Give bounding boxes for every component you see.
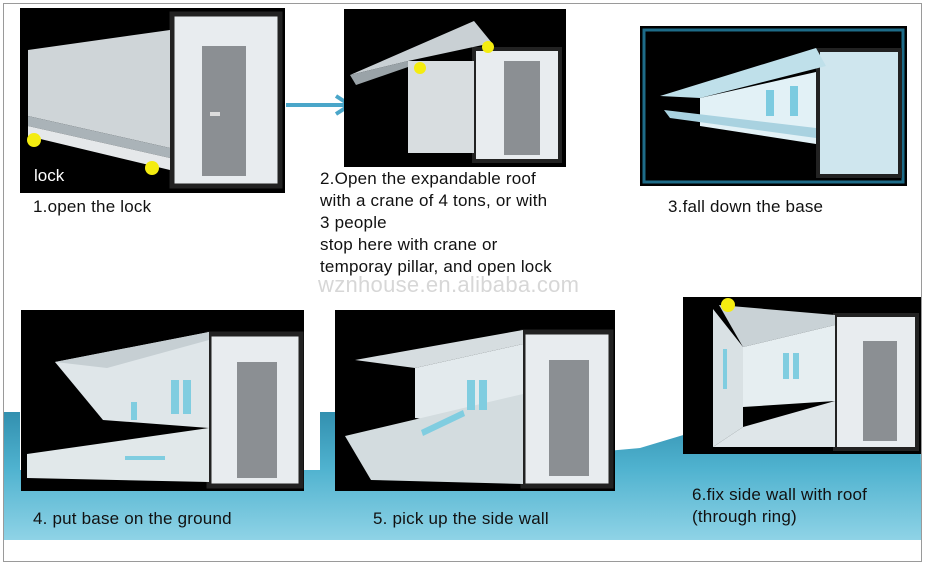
caption-line: 6.fix side wall with roof	[692, 485, 868, 504]
step-2-caption: 2.Open the expandable roof with a crane …	[320, 168, 552, 278]
step-4-caption: 4. put base on the ground	[33, 508, 232, 530]
slide-frame	[3, 3, 922, 562]
caption-line: 5. pick up the side wall	[373, 509, 549, 528]
watermark: wznhouse.en.alibaba.com	[318, 272, 580, 297]
step-6-caption: 6.fix side wall with roof (through ring)	[692, 484, 867, 528]
step-1-caption: 1.open the lock	[33, 196, 151, 218]
caption-line: with a crane of 4 tons, or with	[320, 191, 548, 210]
step-3-photo	[640, 26, 907, 186]
caption-line: (through ring)	[692, 507, 797, 526]
step-5-photo	[335, 310, 615, 491]
caption-line: 1.open the lock	[33, 197, 152, 216]
lock-label: lock	[34, 166, 65, 185]
step-3-caption: 3.fall down the base	[668, 196, 823, 218]
step-2-photo	[344, 9, 566, 167]
step-5-caption: 5. pick up the side wall	[373, 508, 549, 530]
caption-line: 3.fall down the base	[668, 197, 824, 216]
caption-line: temporay pillar, and open lock	[320, 257, 552, 276]
step-6-photo	[683, 297, 921, 454]
caption-line: 2.Open the expandable roof	[320, 169, 536, 188]
caption-line: 3 people	[320, 213, 387, 232]
step-4-photo	[21, 310, 304, 491]
step-1-photo	[20, 8, 285, 193]
caption-line: 4. put base on the ground	[33, 509, 232, 528]
caption-line: stop here with crane or	[320, 235, 498, 254]
